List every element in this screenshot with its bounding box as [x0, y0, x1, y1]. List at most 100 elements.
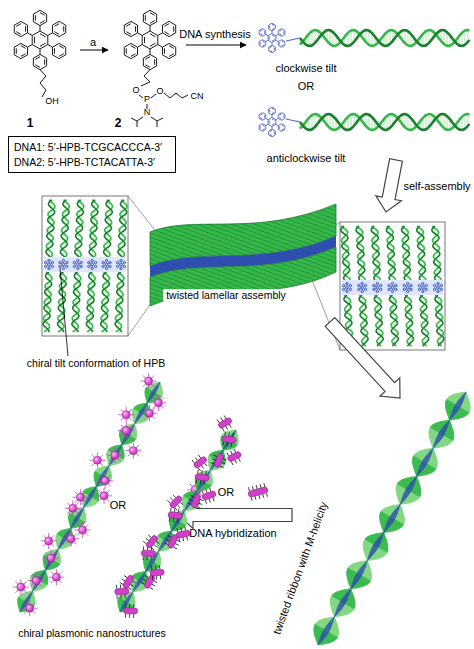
inset-left [116, 265, 117, 267]
inset-right [340, 222, 445, 350]
molecule-1 [14, 10, 65, 97]
twisted-ribbon [361, 561, 370, 566]
twisted-ribbon [413, 479, 415, 481]
inset-left [120, 260, 121, 262]
inset-left [105, 267, 107, 270]
molecule-2 [164, 48, 165, 53]
inset-left [115, 272, 124, 332]
hpb-dna-conjugate [270, 46, 272, 47]
molecule-1 [34, 37, 35, 43]
twisted-ribbon [462, 392, 467, 395]
lamellar-assembly [150, 204, 336, 306]
plasmonic-ribbon [56, 551, 58, 552]
inset-right [342, 284, 344, 285]
inset-right [403, 284, 405, 287]
hpb-dna-conjugate [278, 29, 285, 37]
inset-left [118, 200, 127, 257]
inset-right [395, 289, 397, 290]
process-arrow [325, 318, 400, 398]
molecule-2 [145, 57, 150, 60]
molecule-2 [151, 94, 156, 98]
inset-left [94, 263, 96, 264]
inset-right [440, 284, 442, 287]
inset-right [406, 290, 408, 293]
inset-left [116, 261, 118, 262]
twisted-ribbon [424, 449, 436, 456]
hpb-dna-conjugate [264, 115, 265, 118]
inset-right [433, 288, 434, 290]
inset-right [376, 291, 378, 292]
inset-right [419, 288, 421, 289]
hpb-dna-conjugate [260, 30, 262, 31]
inset-right [380, 289, 382, 290]
hpb-dna-conjugate [269, 26, 270, 29]
inset-right [388, 288, 390, 291]
hpb-dna-conjugate [426, 31, 427, 45]
inset-right [396, 285, 397, 287]
inset-left [59, 263, 61, 264]
inset-left [63, 265, 65, 267]
inset-right [405, 295, 414, 346]
hpb-dna-conjugate [282, 129, 284, 130]
plasmonic-ribbon [13, 373, 167, 616]
inset-left [62, 264, 63, 265]
molecule-2 [150, 34, 155, 37]
inset-left [104, 200, 113, 257]
inset-left [48, 259, 50, 262]
inset-right [411, 288, 413, 289]
inset-left [51, 261, 53, 264]
inset-right [421, 287, 422, 288]
inset-right [365, 288, 367, 289]
inset-right [346, 290, 348, 293]
twisted-ribbon [379, 537, 382, 540]
inset-right [379, 288, 380, 290]
inset-left [91, 267, 93, 268]
hpb-dna-conjugate [300, 114, 470, 130]
inset-left [94, 261, 96, 262]
molecule-1 [40, 70, 46, 97]
inset-right [404, 288, 406, 289]
inset-right [411, 289, 413, 290]
inset-right [361, 286, 364, 289]
hpb-dna-conjugate [269, 129, 276, 137]
inset-left [49, 259, 51, 260]
inset-left [76, 267, 78, 268]
twisted-ribbon [441, 421, 453, 428]
hpb-dna-conjugate [300, 30, 470, 46]
hpb-dna-conjugate [282, 41, 284, 42]
plasmonic-ribbon [34, 587, 36, 589]
twisted-ribbon [447, 422, 449, 424]
inset-right [378, 290, 379, 292]
inset-left [48, 263, 51, 266]
inset-left [106, 259, 108, 260]
hpb-dna-conjugate [283, 31, 284, 34]
inset-left [65, 261, 67, 262]
inset-left [73, 265, 74, 267]
inset-right [426, 289, 428, 290]
inset-left [123, 261, 125, 262]
plasmonic-ribbon [60, 543, 63, 545]
twisted-ribbon [344, 590, 353, 596]
inset-right [346, 282, 348, 285]
inset-left [87, 265, 88, 267]
hpb-dna-conjugate [259, 23, 469, 137]
inset-left [77, 267, 79, 270]
twisted-ribbon [328, 618, 337, 624]
molecule-2 [139, 95, 143, 98]
inset-right [362, 284, 364, 285]
leader-line [60, 268, 68, 356]
inset-right [437, 287, 438, 288]
inset-right [364, 284, 366, 285]
inset-right [391, 283, 392, 285]
hpb-dna-conjugate [270, 134, 272, 135]
inset-right [373, 288, 375, 291]
inset-left [121, 263, 123, 265]
twisted-ribbon [349, 588, 351, 590]
inset-left [121, 265, 123, 267]
hpb-dna-conjugate [259, 40, 266, 48]
inset-right [374, 285, 375, 287]
twisted-ribbon [365, 562, 367, 564]
inset-right [376, 287, 377, 288]
inset-left [65, 265, 66, 267]
